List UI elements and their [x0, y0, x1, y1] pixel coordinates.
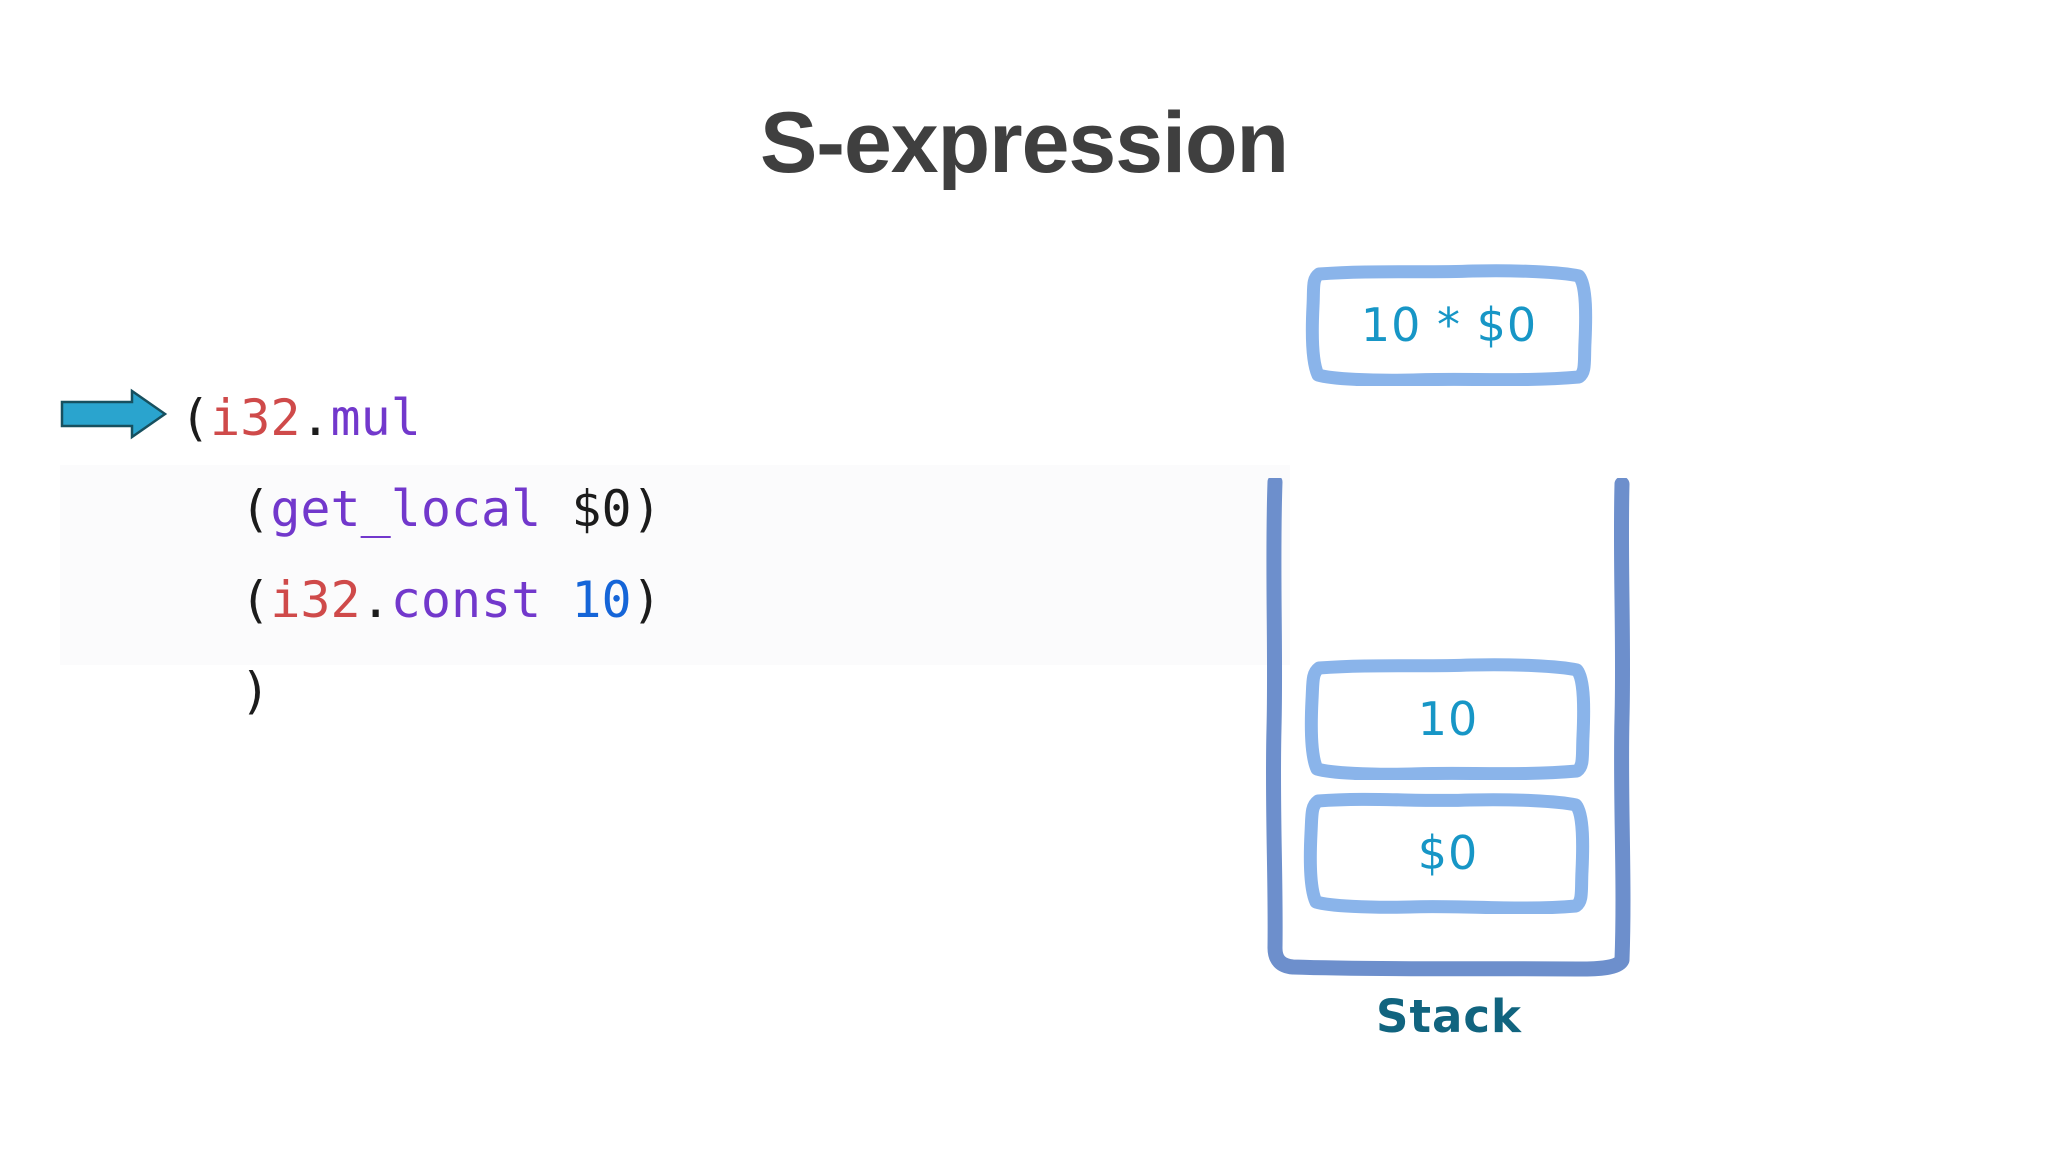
code-line: (i32.const 10)	[180, 555, 662, 646]
code-listing: (i32.mul (get_local $0) (i32.const 10) )	[180, 373, 662, 737]
code-line: )	[180, 646, 662, 737]
code-token-space	[541, 571, 571, 629]
code-token-type: i32	[210, 389, 301, 447]
right-arrow-icon	[60, 388, 168, 440]
rounded-box-outline-icon	[1303, 792, 1590, 914]
stack-caption-label: Stack	[1376, 990, 1522, 1043]
code-token-paren: )	[240, 662, 271, 720]
rounded-box-outline-icon	[1304, 658, 1591, 780]
rounded-box-outline-icon	[1305, 264, 1593, 386]
stack-cell-label: $0	[1417, 826, 1479, 880]
code-block-background	[60, 465, 1290, 665]
code-token-var: $0	[571, 480, 632, 538]
code-token-dot: .	[300, 389, 331, 447]
code-indent	[180, 662, 240, 720]
code-token-space	[541, 480, 571, 538]
stack-cell-label: 10	[1417, 692, 1479, 746]
code-token-paren: (	[240, 480, 271, 538]
code-token-op: const	[390, 571, 542, 629]
code-line: (get_local $0)	[180, 464, 662, 555]
stack-cell: $0	[1303, 792, 1593, 914]
code-token-op: mul	[330, 389, 421, 447]
code-token-dot: .	[360, 571, 391, 629]
code-indent	[180, 571, 240, 629]
page-title: S-expression	[759, 95, 1289, 191]
result-expression-box: 10 * $0	[1303, 264, 1595, 386]
code-token-type: i32	[270, 571, 361, 629]
code-token-num: 10	[571, 571, 632, 629]
code-token-paren: (	[180, 389, 211, 447]
code-token-paren: (	[240, 571, 271, 629]
stack-walls-icon	[1265, 474, 1631, 977]
stack-cell: 10	[1303, 658, 1593, 780]
code-indent	[180, 480, 240, 538]
code-token-paren: )	[631, 571, 662, 629]
code-token-paren: )	[631, 480, 662, 538]
stack-container	[1263, 474, 1635, 978]
code-line: (i32.mul	[180, 373, 662, 464]
result-expression-label: 10 * $0	[1360, 298, 1538, 352]
code-token-op: get_local	[270, 480, 542, 538]
